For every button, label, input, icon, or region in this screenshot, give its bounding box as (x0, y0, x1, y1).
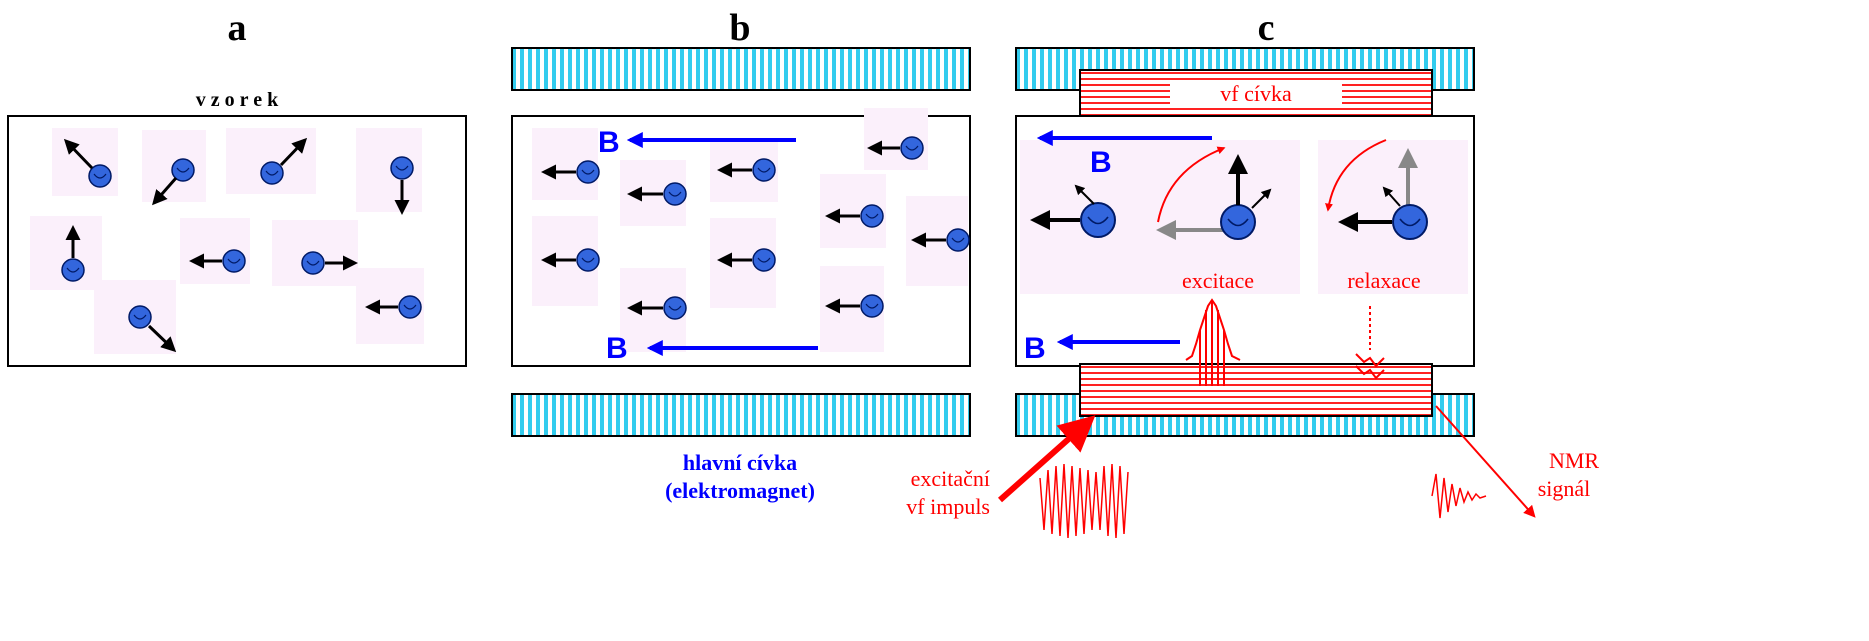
main-coil-caption-1: hlavní cívka (683, 450, 797, 475)
main-coil-bottom (511, 393, 971, 437)
fid-signal (1431, 473, 1487, 519)
panel-c: c vf cívka B B (906, 7, 1599, 539)
spin-equilibrium (1030, 184, 1116, 238)
panel-a: a v z o r e k (7, 7, 467, 367)
panel-b: b B B hlavní cívka (elektromagnet) (511, 7, 971, 503)
pulse-label-1: excitační (911, 466, 990, 491)
rf-coil-label: vf cívka (1220, 81, 1292, 106)
rf-coil-top (1079, 69, 1433, 117)
panel-c-label: c (1258, 7, 1275, 49)
field-label-b-bottom: B (606, 332, 628, 365)
field-label-b-top: B (598, 126, 620, 159)
main-coil-top (511, 47, 971, 91)
spins-aligned (541, 135, 971, 321)
relaxation-signal (1355, 306, 1385, 380)
signal-output-arrow (1435, 405, 1536, 518)
pulse-waveform (1039, 463, 1129, 539)
panel-a-label: a (228, 7, 247, 49)
excitation-pulse-lines (1199, 300, 1225, 386)
main-coil-caption-2: (elektromagnet) (665, 478, 815, 503)
field-label-c-top: B (1090, 146, 1112, 179)
sample-title: v z o r e k (196, 89, 279, 111)
rf-coil-label-bg (1170, 80, 1342, 106)
rf-coil-bottom (1079, 363, 1433, 417)
signal-label-1: NMR (1549, 448, 1599, 473)
excitation-label: excitace (1182, 268, 1254, 293)
relaxation-label: relaxace (1347, 268, 1420, 293)
field-label-c-bottom: B (1024, 332, 1046, 365)
pulse-input-arrow (998, 415, 1096, 503)
pulse-label-2: vf impuls (906, 494, 990, 519)
signal-label-2: signál (1538, 476, 1591, 501)
spin-relaxing (1325, 139, 1428, 240)
spins-random (60, 137, 423, 353)
spin-excited (1156, 146, 1272, 240)
panel-b-label: b (729, 7, 750, 49)
